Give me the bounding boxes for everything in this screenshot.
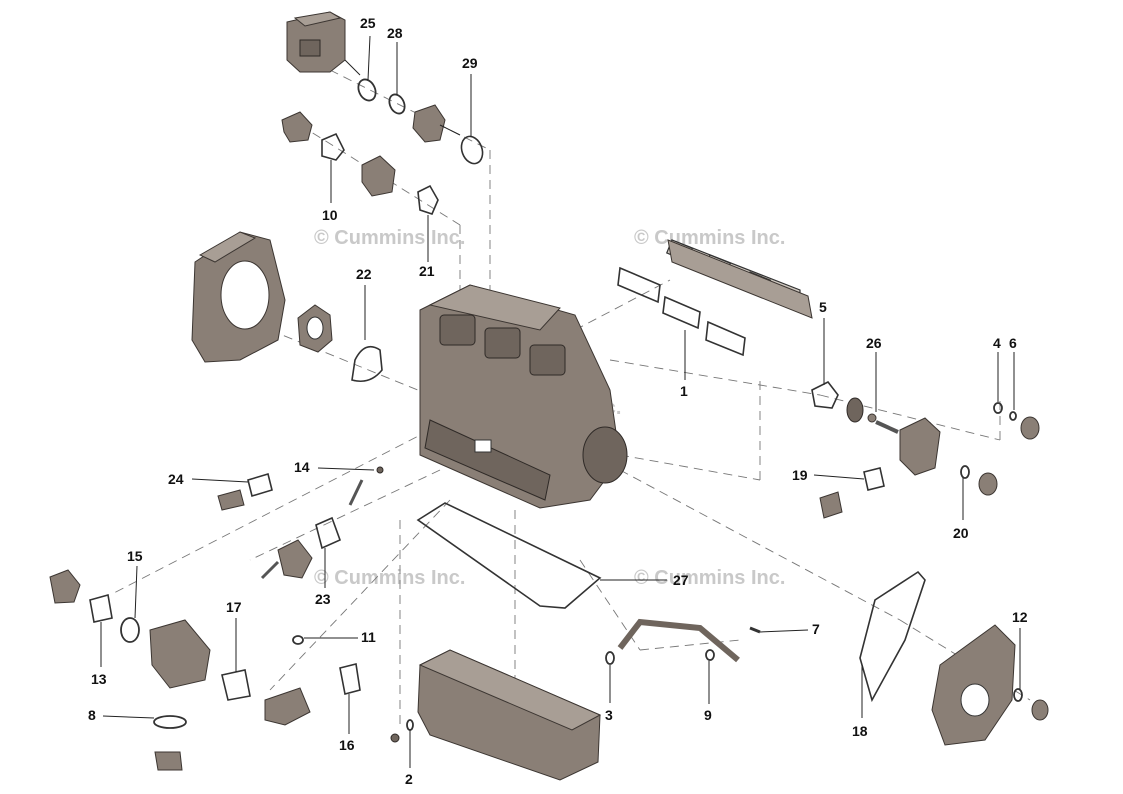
manifold-gasket-1 (617, 266, 746, 357)
callout-3: 3 (605, 707, 613, 723)
seal-ring-6 (1009, 411, 1017, 421)
gasket-28 (388, 93, 406, 115)
o-ring-12 (1013, 688, 1023, 702)
plug-12 (1031, 699, 1049, 721)
gasket-19 (863, 467, 885, 491)
gear-cover-gasket-18 (859, 570, 926, 703)
callout-11: 11 (361, 629, 376, 645)
dipstick-tube (617, 618, 740, 663)
gasket-25 (357, 78, 377, 102)
bolt-14 (348, 479, 364, 506)
thermostat-housing (49, 569, 81, 604)
plug-right-lower (978, 472, 998, 496)
callout-13: 13 (91, 671, 107, 687)
callout-1: 1 (680, 383, 688, 399)
callout-5: 5 (819, 299, 827, 315)
gasket-24 (247, 472, 273, 498)
cover-plate-24 (217, 489, 245, 511)
oil-pan (417, 649, 602, 781)
o-ring-3 (605, 651, 615, 665)
callout-16: 16 (339, 737, 355, 753)
callout-21: 21 (419, 263, 435, 279)
callout-9: 9 (704, 707, 712, 723)
shaft (875, 420, 899, 434)
gasket-16 (339, 663, 361, 695)
pump-16-body (264, 687, 311, 726)
cover-plate-19 (819, 491, 843, 519)
drive-housing (412, 104, 461, 143)
o-ring-11 (292, 635, 304, 645)
watermark-2: © Cummins Inc. (634, 227, 785, 249)
callout-15: 15 (127, 548, 143, 564)
engine-block (419, 284, 628, 509)
callout-25: 25 (360, 15, 376, 31)
watermark-1: © Cummins Inc. (314, 227, 465, 249)
o-ring-8 (153, 715, 187, 729)
o-ring-9 (705, 649, 715, 661)
gasket-13 (89, 593, 113, 623)
callout-4: 4 (993, 335, 1001, 351)
oil-filter-head (260, 539, 313, 580)
watermark-4: © Cummins Inc. (314, 567, 465, 589)
gasket-10 (321, 132, 345, 161)
leader-lines (100, 35, 1021, 768)
gasket-5 (811, 380, 839, 409)
callout-12: 12 (1012, 609, 1028, 625)
gasket-29 (460, 135, 484, 165)
callout-17: 17 (226, 599, 242, 615)
callout-29: 29 (462, 55, 478, 71)
small-bracket (281, 111, 313, 143)
callout-14: 14 (294, 459, 310, 475)
air-compressor (286, 11, 361, 76)
gasket-22 (351, 345, 383, 383)
callout-6: 6 (1009, 335, 1017, 351)
callout-7: 7 (812, 621, 820, 637)
rear-seal-housing (297, 304, 333, 353)
pump-adapter (361, 155, 396, 197)
callout-26: 26 (866, 335, 882, 351)
oil-pan-gasket-27 (416, 502, 602, 609)
callout-18: 18 (852, 723, 868, 739)
o-ring-15 (120, 617, 140, 643)
thermostat-cap (154, 751, 183, 771)
callout-22: 22 (356, 266, 372, 282)
gasket-21 (417, 184, 439, 215)
watermark-5: © Cummins Inc. (634, 567, 785, 589)
plug-14 (376, 466, 384, 474)
water-pump-body (899, 417, 941, 476)
gear-cover (931, 624, 1016, 746)
exhaust-gaskets (665, 239, 813, 319)
callout-27: 27 (673, 572, 689, 588)
gasket-23 (315, 516, 342, 550)
callout-8: 8 (88, 707, 96, 723)
seal-ring-20 (960, 465, 970, 479)
pin-7 (749, 626, 761, 634)
callout-20: 20 (953, 525, 969, 541)
callout-28: 28 (387, 25, 403, 41)
callout-19: 19 (792, 467, 808, 483)
callout-10: 10 (322, 207, 338, 223)
drain-plug-2 (390, 719, 414, 743)
callout-24: 24 (168, 471, 184, 487)
flywheel-housing (191, 231, 286, 363)
callout-labels: 25 28 29 10 21 22 1 5 26 4 6 19 20 24 14… (88, 15, 1028, 787)
gasket-17 (221, 669, 251, 701)
callout-23: 23 (315, 591, 331, 607)
water-outlet (149, 619, 211, 689)
seal-ring-4 (993, 402, 1003, 414)
plug-right-upper (1020, 416, 1040, 440)
pulley-26 (846, 397, 877, 423)
callout-2: 2 (405, 771, 413, 787)
